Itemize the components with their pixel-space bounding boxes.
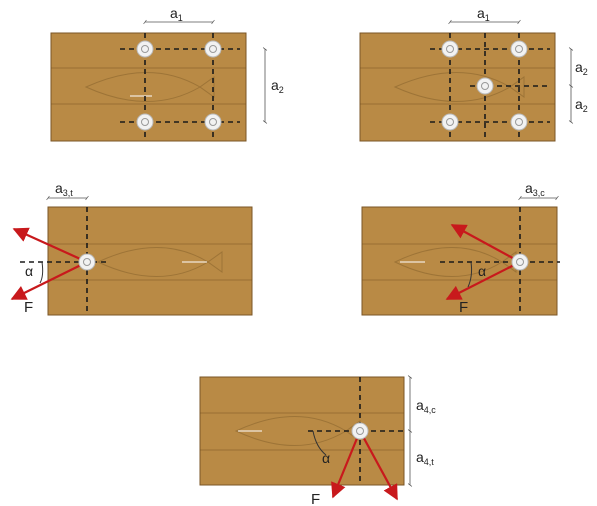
angle-label: α: [478, 263, 486, 279]
force-vector: [331, 430, 362, 499]
angle-arc: [467, 261, 473, 288]
force-label: F: [311, 491, 320, 506]
dim-label-a3t: a3,t: [55, 180, 73, 198]
screw-head-icon: [351, 422, 369, 440]
force-vector: [359, 430, 398, 501]
force-label: F: [459, 299, 468, 316]
angle-arc: [39, 261, 44, 284]
screw-head-icon: [511, 253, 529, 271]
wood-board: [199, 376, 405, 486]
dim-label-a4t: a4,t: [416, 449, 434, 467]
panel-3-edge-distance-a3t: a3,t α F: [10, 180, 253, 316]
dim-label-a2-bottom: a2: [575, 96, 588, 114]
panel-5-edge-distance-a4: a4,c a4,t α F: [199, 375, 436, 506]
panel-1-screw-spacing: a1 a2: [50, 5, 284, 142]
force-vector: [450, 224, 521, 263]
panel-2-staggered-spacing: a1 a2 a2: [359, 5, 588, 142]
force-vector: [10, 261, 88, 300]
brand-fish-logo-watermark: [84, 72, 215, 102]
brand-fish-logo-watermark: [96, 247, 223, 277]
dim-label-a3c: a3,c: [525, 180, 545, 198]
force-label: F: [24, 299, 33, 316]
dim-label-a4c: a4,c: [416, 397, 436, 415]
dim-label-a2: a2: [271, 77, 284, 95]
screw-head-icon: [136, 40, 222, 131]
force-vector: [12, 227, 88, 264]
dim-label-a2-top: a2: [575, 59, 588, 77]
panel-4-edge-distance-a3c: a3,c α F: [361, 180, 560, 316]
angle-label: α: [322, 450, 330, 466]
dim-label-a1: a1: [170, 5, 183, 23]
force-vector: [445, 261, 521, 300]
screw-head-icon: [441, 40, 528, 131]
angle-arc: [312, 430, 327, 456]
dim-label-a1: a1: [477, 5, 490, 23]
angle-label: α: [25, 263, 33, 279]
brand-fish-logo-watermark: [393, 72, 525, 102]
screw-head-icon: [78, 253, 96, 271]
